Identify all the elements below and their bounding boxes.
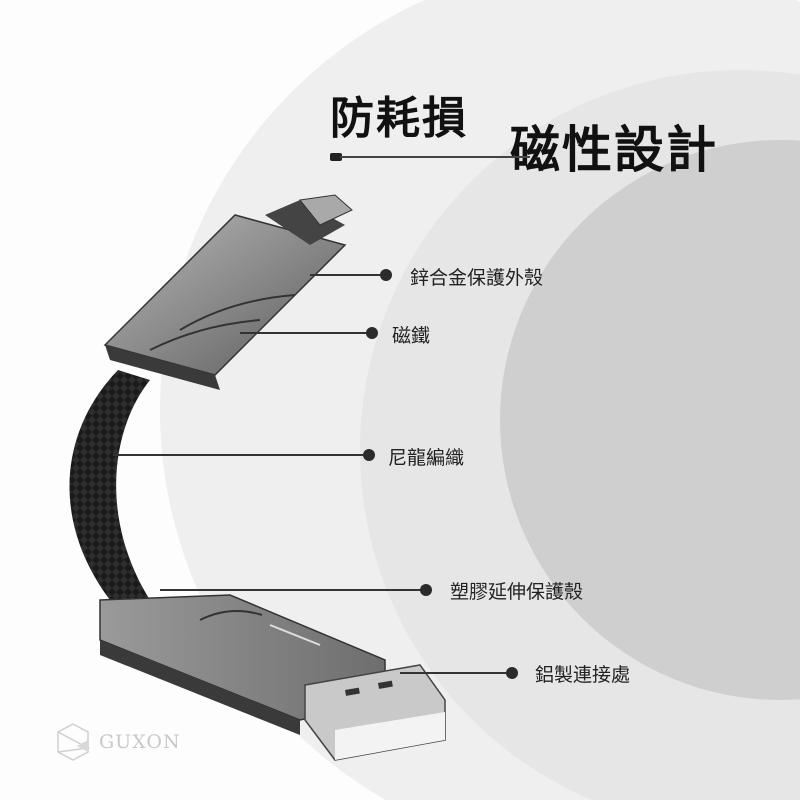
brand-logo: GUXON [55,722,181,762]
callout-label-zinc-shell: 鋅合金保護外殼 [410,267,544,289]
callout-dot-aluminum-joint [506,667,518,679]
callout-label-magnet: 磁鐵 [392,325,431,347]
callout-line-plastic-sleeve [160,589,426,591]
bottom-usb-connector [99,594,446,761]
callout-dot-magnet [366,327,378,339]
brand-name: GUXON [99,731,181,753]
callout-dot-plastic-sleeve [420,584,432,596]
hexagon-logo-icon [57,723,91,761]
callout-label-plastic-sleeve: 塑膠延伸保護殼 [450,581,584,603]
title-line-1: 防耗損 [330,93,468,144]
callout-dot-zinc-shell [380,269,392,281]
cable-plug-icon [330,153,342,161]
callout-line-nylon-braid [113,454,370,456]
callout-dot-nylon-braid [363,449,375,461]
callout-label-nylon-braid: 尼龍編織 [388,447,465,469]
title-underline [340,156,530,158]
callout-line-magnet [240,332,370,334]
title-line-2: 磁性設計 [510,120,718,179]
callout-line-aluminum-joint [400,672,508,674]
callout-line-zinc-shell [310,274,386,276]
top-connector [103,194,353,390]
callout-label-aluminum-joint: 鋁製連接處 [535,664,631,686]
